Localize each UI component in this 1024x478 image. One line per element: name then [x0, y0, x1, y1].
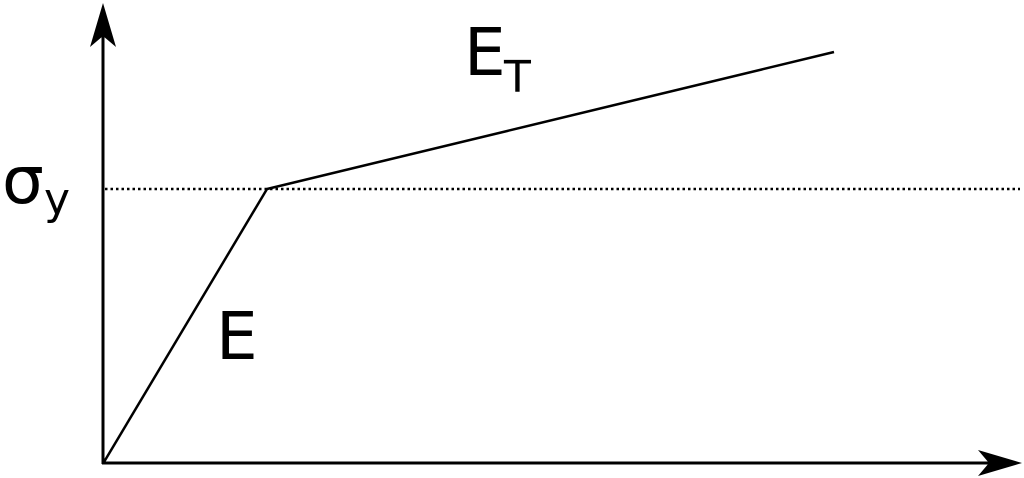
x-axis-arrow-icon [978, 450, 1022, 476]
y-axis-arrow-icon [90, 3, 116, 47]
plastic-segment [266, 50, 835, 191]
elastic-segment [102, 188, 269, 463]
tangent-modulus-label: E [464, 14, 506, 91]
yield-stress-label: σ [2, 142, 44, 219]
tangent-modulus-subscript: T [504, 52, 531, 103]
elastic-modulus-label: E [216, 298, 258, 375]
yield-stress-subscript: y [44, 174, 71, 225]
